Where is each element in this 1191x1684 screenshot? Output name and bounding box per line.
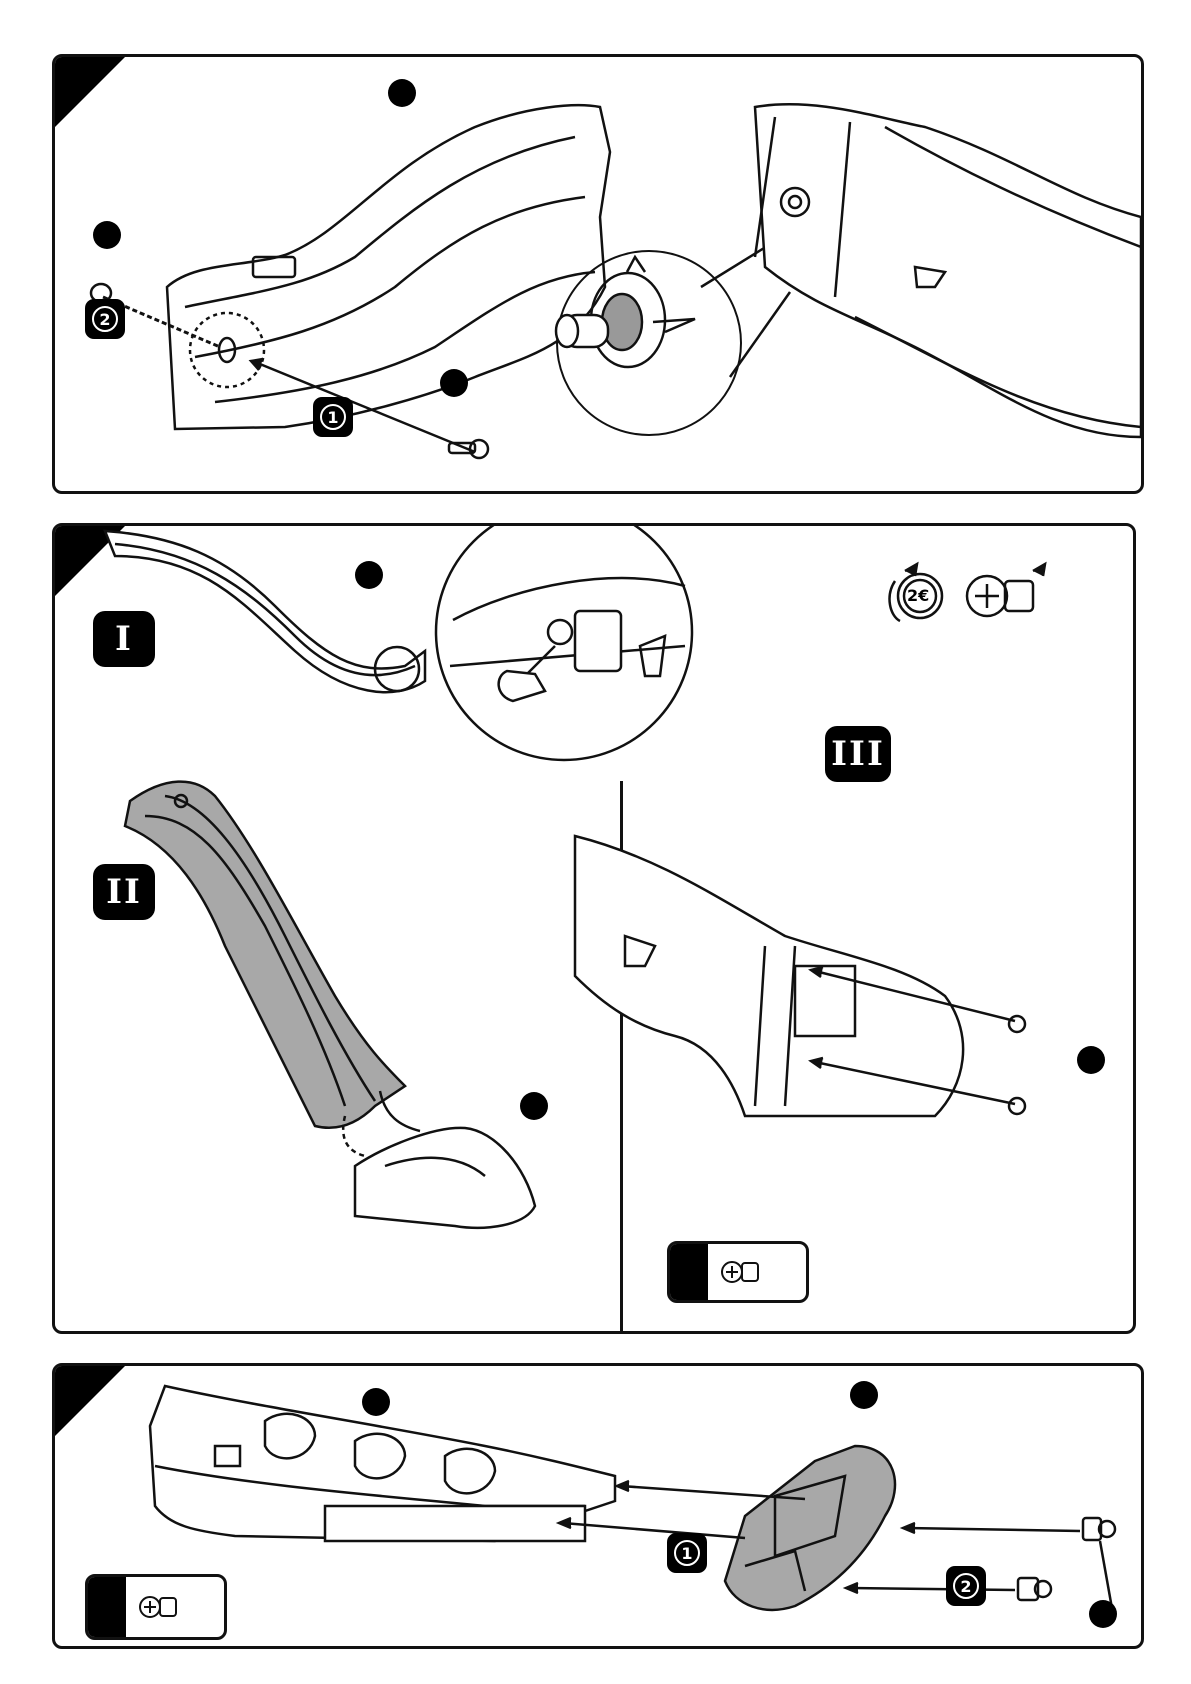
- part-marker-endcap: [850, 1381, 878, 1409]
- callout-badge-2: 2: [85, 299, 125, 339]
- step-panel-3: 1 2: [52, 1363, 1144, 1649]
- part-marker-screw: [440, 369, 468, 397]
- part-marker-base: [520, 1092, 548, 1120]
- part-marker-washer: [93, 221, 121, 249]
- callout-badge-2-label: 2: [953, 1573, 979, 1599]
- tool-indicator-block: [670, 1244, 708, 1300]
- step-panel-1: 2 1: [52, 54, 1144, 494]
- sub-step-II: II: [93, 864, 155, 920]
- coin-icon: 2€: [907, 586, 929, 605]
- tool-indicator-box: [667, 1241, 809, 1303]
- screw-icon: [710, 1244, 806, 1300]
- part-marker-slide: [355, 561, 383, 589]
- callout-badge-1: 1: [313, 397, 353, 437]
- slide-top-section-drawing: [55, 57, 1141, 491]
- callout-badge-1-label: 1: [320, 404, 346, 430]
- callout-badge-1-label: 1: [674, 1540, 700, 1566]
- part-marker-rivets: [1077, 1046, 1105, 1074]
- callout-badge-1: 1: [667, 1533, 707, 1573]
- tool-indicator-box: [85, 1574, 227, 1640]
- screw-icon: [128, 1577, 224, 1637]
- step-panel-2: I II III 2€: [52, 523, 1136, 1334]
- tool-indicator-block: [88, 1577, 126, 1637]
- sub-step-III: III: [825, 726, 891, 782]
- part-marker-rivets: [1089, 1600, 1117, 1628]
- callout-badge-2: 2: [946, 1566, 986, 1606]
- callout-badge-2-label: 2: [92, 306, 118, 332]
- part-marker-section: [362, 1388, 390, 1416]
- sub-step-I: I: [93, 611, 155, 667]
- slide-bottom-assembly-drawing: [55, 526, 1133, 1331]
- part-marker-top: [388, 79, 416, 107]
